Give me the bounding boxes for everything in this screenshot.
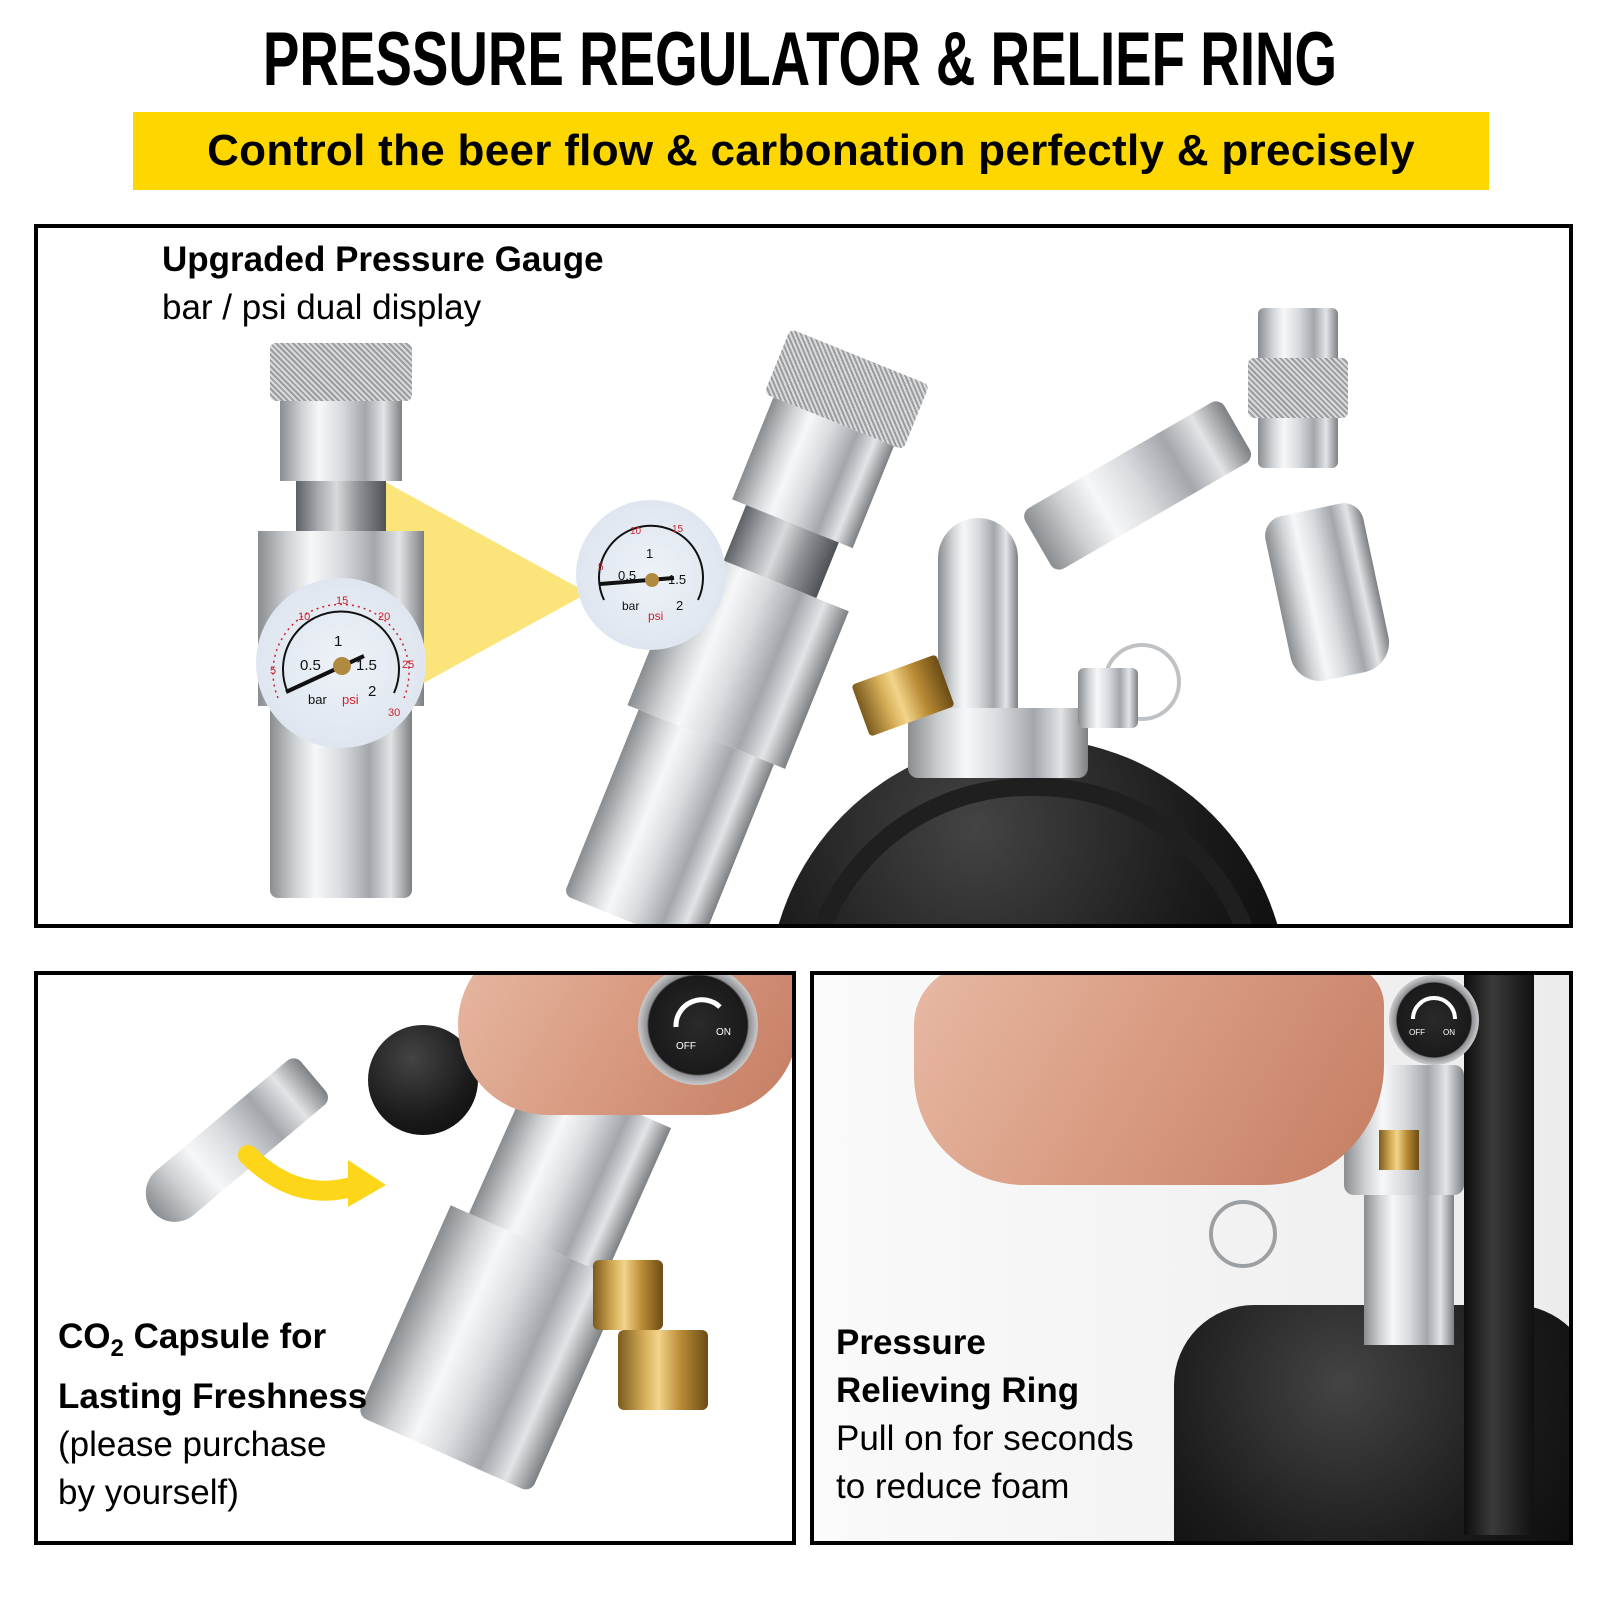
svg-text:bar: bar bbox=[622, 599, 639, 613]
co2-caption-title-line1: CO2 Capsule for bbox=[58, 1317, 327, 1362]
svg-text:1.5: 1.5 bbox=[668, 572, 686, 587]
panel-pressure-gauge: Upgraded Pressure Gauge bar / psi dual d… bbox=[34, 224, 1573, 928]
svg-text:10: 10 bbox=[298, 611, 310, 623]
svg-text:5: 5 bbox=[270, 665, 276, 677]
svg-text:psi: psi bbox=[648, 609, 663, 623]
hand bbox=[914, 975, 1384, 1185]
gauge-caption-title: Upgraded Pressure Gauge bbox=[162, 240, 604, 279]
svg-text:ON: ON bbox=[1443, 1028, 1455, 1037]
subtitle-text: Control the beer flow & carbonation perf… bbox=[207, 126, 1415, 175]
coupler bbox=[938, 518, 1018, 718]
co2-caption: CO2 Capsule for Lasting Freshness (pleas… bbox=[58, 1313, 367, 1517]
relief-caption-title-line1: Pressure bbox=[836, 1323, 986, 1362]
svg-text:25: 25 bbox=[402, 659, 414, 671]
gauge-caption: Upgraded Pressure Gauge bar / psi dual d… bbox=[162, 236, 604, 332]
knurled-cap bbox=[270, 343, 412, 401]
gauge-label-0.5: 0.5 bbox=[300, 657, 321, 674]
svg-text:15: 15 bbox=[672, 524, 684, 535]
svg-text:20: 20 bbox=[378, 611, 390, 623]
co2-caption-sub-line2: by yourself) bbox=[58, 1473, 239, 1512]
svg-text:10: 10 bbox=[630, 526, 642, 537]
svg-text:15: 15 bbox=[336, 595, 348, 607]
svg-text:1: 1 bbox=[334, 633, 342, 650]
co2-caption-title-line2: Lasting Freshness bbox=[58, 1377, 368, 1416]
on-off-knob: OFF ON bbox=[1389, 975, 1479, 1065]
svg-text:1.5: 1.5 bbox=[356, 657, 377, 674]
relief-caption-title-line2: Relieving Ring bbox=[836, 1371, 1080, 1410]
pressure-gauge-dial: 0.5 1 1.5 2 5 10 15 20 25 30 bar psi bbox=[256, 578, 426, 748]
svg-text:0.5: 0.5 bbox=[618, 568, 636, 583]
page-title: PRESSURE REGULATOR & RELIEF RING bbox=[262, 17, 1338, 102]
tap-handle bbox=[1464, 975, 1534, 1535]
insert-arrow-icon bbox=[238, 1145, 386, 1207]
relief-ring bbox=[1209, 1200, 1277, 1268]
co2-caption-sub-line1: (please purchase bbox=[58, 1425, 327, 1464]
svg-text:30: 30 bbox=[388, 707, 400, 719]
svg-text:psi: psi bbox=[342, 692, 359, 707]
svg-text:2: 2 bbox=[368, 683, 376, 700]
svg-text:OFF: OFF bbox=[676, 1041, 696, 1052]
svg-text:OFF: OFF bbox=[1409, 1028, 1425, 1037]
installed-gauge-dial: 0.5 1 1.5 2 5 10 15 bar psi bbox=[576, 500, 726, 650]
relief-caption: Pressure Relieving Ring Pull on for seco… bbox=[836, 1319, 1134, 1511]
svg-text:5: 5 bbox=[598, 562, 604, 573]
svg-text:bar: bar bbox=[308, 692, 327, 707]
svg-text:2: 2 bbox=[676, 598, 683, 613]
panel-co2-capsule: OFF ON CO2 Capsule for Lasting Freshness… bbox=[34, 971, 796, 1545]
svg-text:1: 1 bbox=[646, 546, 653, 561]
tap-spout bbox=[1020, 397, 1255, 574]
relief-caption-sub-line1: Pull on for seconds bbox=[836, 1419, 1134, 1458]
panel-relief-ring: OFF ON Pressure Relieving Ring Pull on f… bbox=[810, 971, 1573, 1545]
highlight-beam bbox=[378, 478, 588, 708]
relief-caption-sub-line2: to reduce foam bbox=[836, 1467, 1070, 1506]
gauge-caption-sub: bar / psi dual display bbox=[162, 288, 482, 327]
svg-text:ON: ON bbox=[716, 1027, 731, 1038]
subtitle-banner: Control the beer flow & carbonation perf… bbox=[133, 112, 1489, 190]
keg-assembly-photo bbox=[558, 308, 1568, 924]
on-off-knob: OFF ON bbox=[638, 975, 758, 1085]
